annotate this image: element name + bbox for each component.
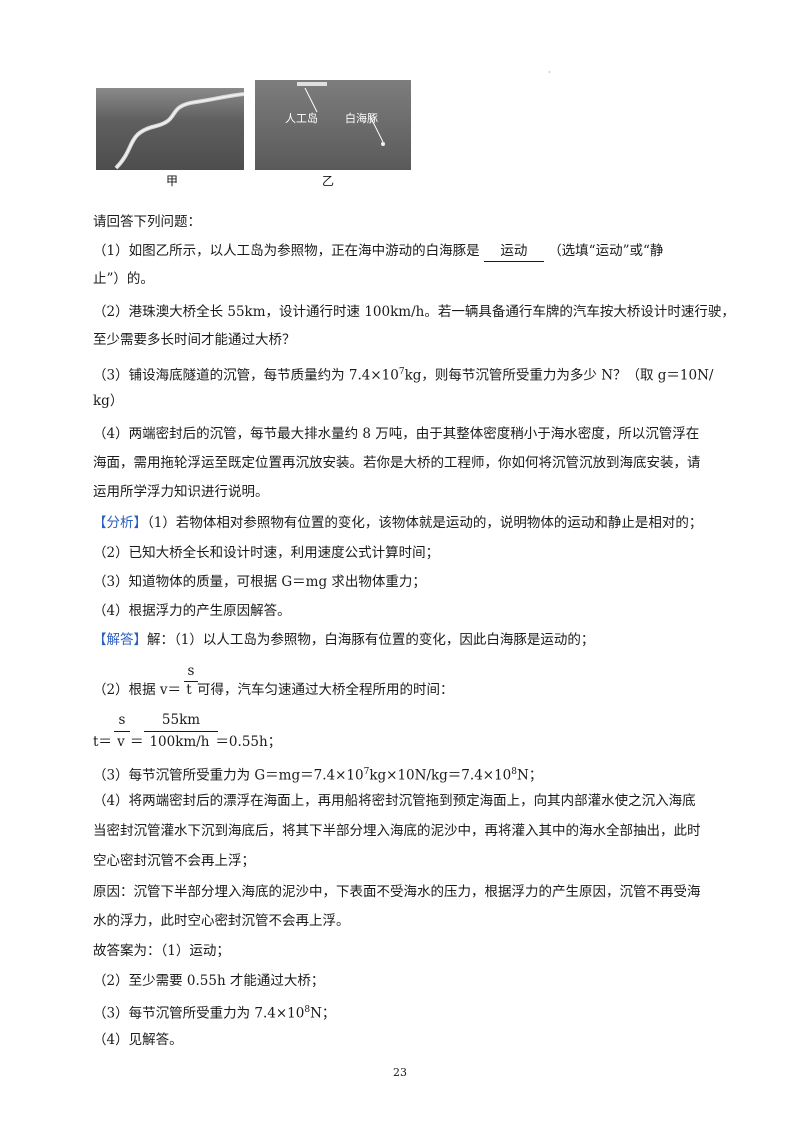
solution-text-3-end: N； <box>517 767 543 784</box>
question-3-line-1: （3）铺设海底隧道的沉管，每节质量约为 7.4×107kg，则每节沉管所受重力为… <box>93 362 733 386</box>
solution-text-2-cont: 可得，汽车匀速通过大桥全程所用的时间： <box>197 682 454 698</box>
analysis-line-3: （3）知道物体的质量，可根据 G＝mg 求出物体重力； <box>93 574 426 590</box>
time-result: ＝0.55h； <box>215 734 282 750</box>
solution-line-4c: 空心密封沉管不会再上浮； <box>93 853 255 869</box>
final-answer-1: 故答案为：（1）运动； <box>93 943 230 959</box>
solution-exponent-2: 8 <box>511 767 518 777</box>
analysis-text-1: （1）若物体相对参照物有位置的变化，该物体就是运动的，说明物体的运动和静止是相对… <box>147 515 703 531</box>
island-dolphin-photo: 人工岛 白海豚 <box>255 80 411 170</box>
time-frac2-denominator: 100km/h <box>149 734 210 750</box>
question-1-answer: 运动 <box>483 241 544 262</box>
question-1-line-1: （1）如图乙所示，以人工岛为参照物，正在海中游动的白海豚是 运动 （选填“运动”… <box>93 241 733 262</box>
time-frac2-numerator: 55km <box>161 712 201 728</box>
final-answer-2: （2）至少需要 0.55h 才能通过大桥； <box>93 973 325 989</box>
solution-line-4a: （4）将两端密封后的漂浮在海面上，再用船将密封沉管拖到预定海面上，向其内部灌水使… <box>93 793 696 809</box>
speed-formula-denominator: t <box>186 682 192 698</box>
final-answer-4: （4）见解答。 <box>93 1032 183 1048</box>
dolphin-label: 白海豚 <box>345 111 378 125</box>
page-number: 23 <box>393 1066 407 1079</box>
question-3-line-2: kg） <box>93 393 124 409</box>
analysis-line-1: 【分析】（1）若物体相对参照物有位置的变化，该物体就是运动的，说明物体的运动和静… <box>93 513 733 533</box>
speck-mark: · <box>548 68 551 77</box>
speed-formula-bar <box>184 681 198 682</box>
solution-line-3: （3）每节沉管所受重力为 G＝mg＝7.4×107kg×10N/kg＝7.4×1… <box>93 762 733 786</box>
time-frac1-bar <box>114 731 130 732</box>
question-1-choice-text: （选填“运动”或“静 <box>548 243 664 259</box>
final-answer-3-text: （3）每节沉管所受重力为 7.4×10 <box>93 1005 305 1022</box>
figure-caption-yi: 乙 <box>322 174 335 188</box>
figure-caption-jia: 甲 <box>166 174 179 188</box>
time-prefix: t＝ <box>93 734 112 750</box>
question-4-line-3: 运用所学浮力知识进行说明。 <box>93 484 269 500</box>
solution-text-3: （3）每节沉管所受重力为 G＝mg＝7.4×10 <box>93 767 364 784</box>
questions-intro: 请回答下列问题： <box>93 214 201 230</box>
analysis-line-2: （2）已知大桥全长和设计时速，利用速度公式计算时间； <box>93 545 440 561</box>
speed-formula-numerator: s <box>187 663 195 679</box>
question-4-line-1: （4）两端密封后的沉管，每节最大排水量约 8 万吨，由于其整体密度稍小于海水密度… <box>93 426 700 442</box>
solution-exponent-1: 7 <box>363 767 370 777</box>
question-3-text-cont: kg，则每节沉管所受重力为多少 N？（取 g＝10N/ <box>404 367 714 384</box>
final-answer-3: （3）每节沉管所受重力为 7.4×108N； <box>93 1000 733 1024</box>
question-1-line-2: 止”）的。 <box>93 271 154 287</box>
time-frac1-numerator: s <box>118 712 126 728</box>
question-3-exponent: 7 <box>398 367 405 377</box>
island-label: 人工岛 <box>285 111 318 125</box>
solution-text-2: （2）根据 v＝ <box>93 682 182 698</box>
solution-text-3-cont: kg×10N/kg＝7.4×10 <box>369 767 512 784</box>
time-frac2-bar <box>144 731 218 732</box>
time-equals: ＝ <box>129 734 144 750</box>
reason-line-2: 水的浮力，此时空心密封沉管不会再上浮。 <box>93 913 350 929</box>
time-frac1-denominator: v <box>117 734 125 750</box>
solution-text-1: 解：（1）以人工岛为参照物，白海豚有位置的变化，因此白海豚是运动的； <box>147 632 595 648</box>
solution-line-2: （2）根据 v＝t 可得，汽车匀速通过大桥全程所用的时间： <box>93 680 733 700</box>
analysis-line-4: （4）根据浮力的产生原因解答。 <box>93 603 291 619</box>
solution-tag: 【解答】 <box>93 632 147 648</box>
speed-formula-fraction: s <box>183 663 199 697</box>
reason-line-1: 原因：沉管下半部分埋入海底的泥沙中，下表面不受海水的压力，根据浮力的产生原因，沉… <box>93 884 701 900</box>
time-formula-numerators: s 55km <box>112 712 222 732</box>
question-3-text: （3）铺设海底隧道的沉管，每节质量约为 7.4×10 <box>93 367 399 384</box>
bridge-photo <box>96 88 244 170</box>
question-2-line-2: 至少需要多长时间才能通过大桥？ <box>93 332 296 348</box>
solution-time-line: t＝ v＝ 100km/h ＝0.55h； <box>93 732 733 752</box>
question-1-text: （1）如图乙所示，以人工岛为参照物，正在海中游动的白海豚是 <box>93 243 480 259</box>
solution-line-1: 【解答】解：（1）以人工岛为参照物，白海豚有位置的变化，因此白海豚是运动的； <box>93 630 733 650</box>
figure-group: 人工岛 白海豚 甲 乙 <box>96 80 416 190</box>
final-answer-3-exponent: 8 <box>304 1005 311 1015</box>
analysis-tag: 【分析】 <box>93 515 147 531</box>
question-4-line-2: 海面，需用拖轮浮运至既定位置再沉放安装。若你是大桥的工程师，你如何将沉管沉放到海… <box>93 455 701 471</box>
question-2-line-1: （2）港珠澳大桥全长 55km，设计通行时速 100km/h。若一辆具备通行车牌… <box>93 304 735 320</box>
final-answer-3-unit: N； <box>310 1005 336 1022</box>
solution-line-4b: 当密封沉管灌水下沉到海底后，将其下半部分埋入海底的泥沙中，再将灌入其中的海水全部… <box>93 823 701 839</box>
